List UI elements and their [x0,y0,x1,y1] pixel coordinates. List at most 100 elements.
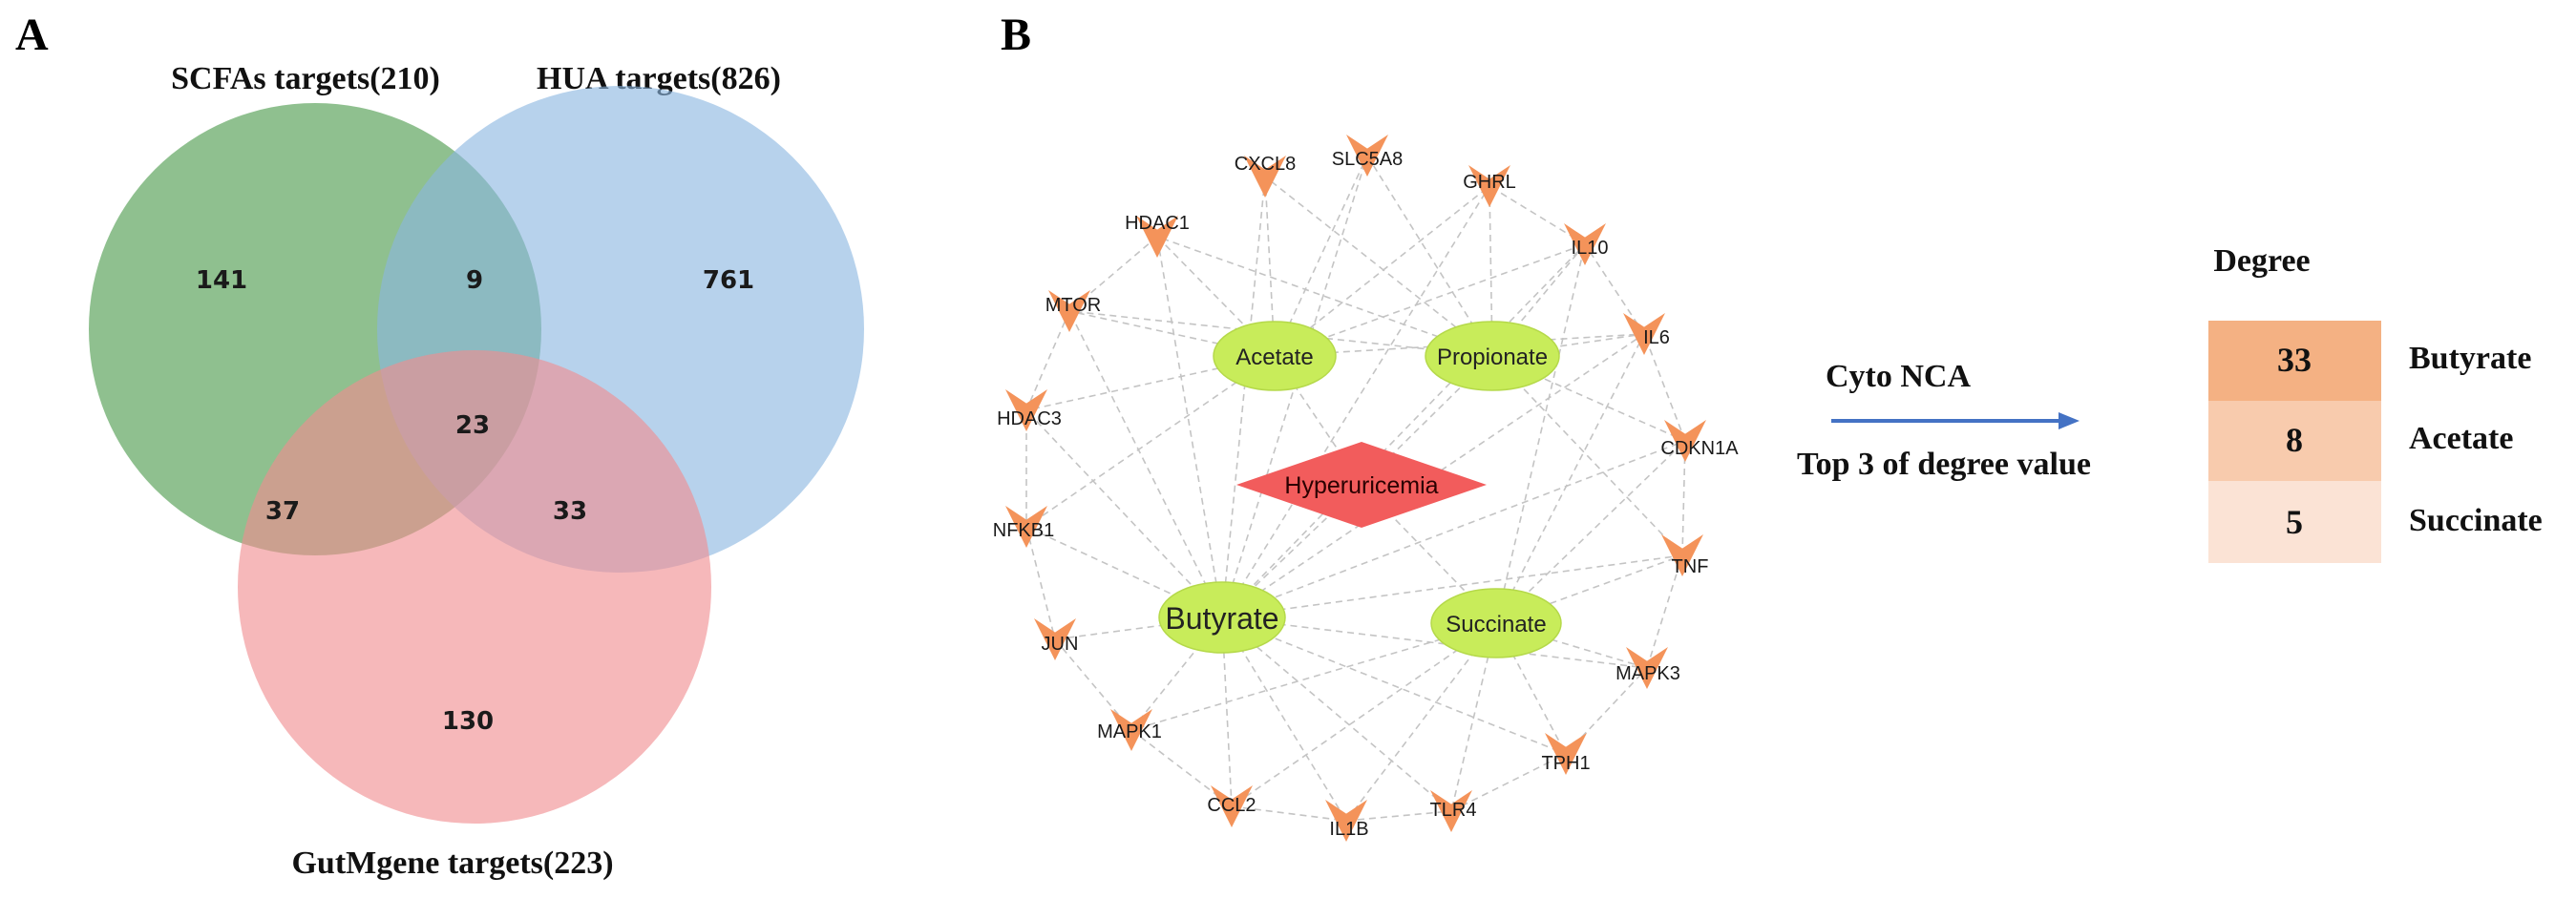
target-node-tph1: TPH1 [1541,733,1591,775]
network-edge [1584,243,1645,335]
region-scfas-hua: 9 [466,266,483,295]
network-edge [1221,176,1266,618]
network-edge [1025,310,1070,411]
network-edge [1489,185,1586,245]
region-all-three: 23 [455,411,490,440]
target-node-il10: IL10 [1564,223,1608,265]
network-edge [1345,810,1452,822]
table-header: Degree [2213,243,2310,279]
network-edge [1221,616,1452,812]
network-edge [1345,622,1497,822]
network-edge [1231,622,1497,807]
gutmgene-title: GutMgene targets(223) [291,846,613,881]
venn-circle-gutmgene [238,350,711,824]
network-edge [1495,243,1586,624]
target-node-mapk1: MAPK1 [1097,709,1162,751]
target-label-tph1: TPH1 [1541,753,1590,774]
center-node-hyperuricemia: Hyperuricemia [1236,442,1487,528]
network-edge [1221,243,1586,618]
network-edge [1025,409,1223,618]
target-node-mapk3: MAPK3 [1615,647,1680,689]
degree-name-1: Butyrate [2409,341,2531,376]
degree-row-1: 33 Butyrate [2208,321,2531,401]
target-label-tlr4: TLR4 [1430,800,1477,821]
panel-a-label: A [15,10,49,60]
arrow-label-bottom: Top 3 of degree value [1797,447,2091,482]
metabolite-node-succinate: Succinate [1430,588,1562,658]
metabolite-label-succinate: Succinate [1446,612,1546,637]
network-edge [1025,355,1276,528]
target-label-tnf: TNF [1672,556,1709,577]
target-node-il6: IL6 [1623,313,1670,355]
target-node-hdac1: HDAC1 [1125,213,1190,258]
network-edge [1495,440,1686,624]
metabolite-node-butyrate: Butyrate [1158,581,1286,654]
degree-value-1: 33 [2277,341,2312,379]
target-label-slc5a8: SLC5A8 [1332,149,1404,170]
network-edge [1221,440,1686,618]
target-node-cxcl8: CXCL8 [1235,154,1296,198]
target-label-ccl2: CCL2 [1207,795,1256,816]
scfas-title: SCFAs targets(210) [171,61,440,96]
target-label-nfkb1: NFKB1 [993,520,1054,541]
network-edge [1221,185,1490,618]
target-label-mapk3: MAPK3 [1615,663,1680,684]
network-edge [1221,616,1648,669]
network-edge [1450,622,1497,812]
network-edge [1450,753,1567,812]
metabolite-label-butyrate: Butyrate [1165,601,1278,636]
network-edge [1221,616,1233,807]
network-edge [1495,333,1645,624]
network-edge [1025,355,1276,411]
target-node-ccl2: CCL2 [1207,785,1256,827]
network-edge [1221,616,1567,755]
target-node-tlr4: TLR4 [1430,790,1477,832]
network-edge [1646,554,1683,669]
region-hua-gutmgene: 33 [553,497,587,526]
target-label-hdac1: HDAC1 [1125,213,1190,234]
target-node-mtor: MTOR [1045,290,1102,332]
network-edge [1495,554,1683,624]
target-node-hdac3: HDAC3 [997,389,1062,431]
network-edge [1068,310,1223,618]
network-edge [1054,638,1132,731]
target-label-ghrl: GHRL [1463,172,1516,193]
region-gutmgene-only: 130 [442,707,494,736]
network-edge [1643,333,1686,442]
network-edge [1156,236,1493,357]
target-label-mtor: MTOR [1045,295,1102,316]
arrow-label-top: Cyto NCA [1826,359,1971,394]
network-edge [1274,243,1586,357]
network-edge [1231,805,1347,822]
center-node-label: Hyperuricemia [1284,472,1438,499]
degree-name-2: Acetate [2409,421,2513,456]
degree-row-3: 5 Succinate [2208,481,2543,563]
target-label-mapk1: MAPK1 [1097,721,1162,742]
target-node-cdkn1a: CDKN1A [1660,420,1739,462]
network-edge [1156,236,1223,618]
target-node-ghrl: GHRL [1463,165,1516,207]
target-label-il1b: IL1B [1329,819,1368,840]
target-label-il6: IL6 [1643,327,1670,348]
network-edge [1565,667,1648,755]
target-label-cdkn1a: CDKN1A [1660,438,1739,459]
target-label-hdac3: HDAC3 [997,408,1062,429]
target-label-il10: IL10 [1572,238,1609,259]
degree-row-2: 8 Acetate [2208,401,2513,481]
metabolite-label-propionate: Propionate [1437,345,1548,370]
target-node-slc5a8: SLC5A8 [1332,135,1404,177]
degree-name-3: Succinate [2409,503,2543,538]
target-node-jun: JUN [1034,618,1078,660]
network-edge [1130,622,1497,731]
degree-value-3: 5 [2286,503,2303,541]
network-edge [1264,176,1493,357]
metabolite-node-propionate: Propionate [1425,321,1560,391]
region-scfas-only: 141 [196,266,247,295]
network-edge [1264,176,1276,357]
region-scfas-gutmgene: 37 [265,497,300,526]
network-edge [1025,526,1056,640]
network-edge [1221,554,1683,618]
target-node-nfkb1: NFKB1 [993,506,1054,548]
